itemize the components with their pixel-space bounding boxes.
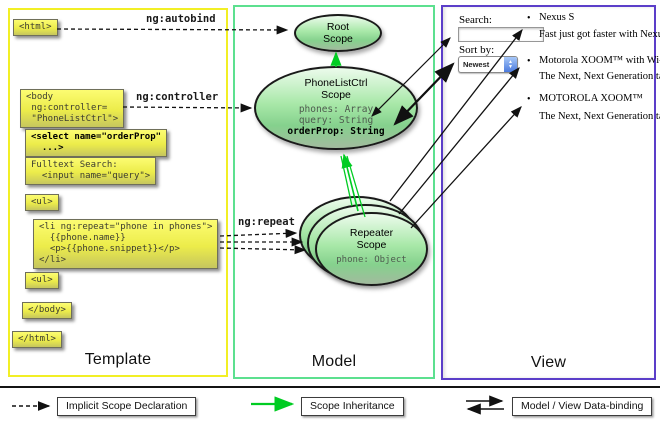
- code-fulltext: Fulltext Search: <input name="query">: [25, 157, 157, 185]
- label-ng-repeat: ng:repeat: [238, 216, 295, 228]
- view-column-label: View: [530, 354, 567, 371]
- search-label: Search:: [459, 14, 492, 26]
- code-body-open: <body ng:controller= "PhoneListCtrl">: [20, 89, 125, 128]
- view-item-name: Motorola XOOM™ with Wi-Fi: [539, 55, 660, 66]
- code-select: <select name="orderProp" ...>: [25, 129, 168, 157]
- view-item-desc: The Next, Next Generation tablet.: [539, 71, 660, 82]
- root-scope-ellipse: Root Scope: [294, 14, 382, 52]
- bullet-icon: •: [527, 56, 531, 67]
- phonelistctrl-scope-ellipse: PhoneListCtrl Scope phones: Array query:…: [254, 66, 418, 150]
- phonelistctrl-scope-title: PhoneListCtrl Scope: [304, 77, 368, 101]
- prop-orderprop: orderProp: String: [287, 126, 385, 137]
- view-item-name: MOTOROLA XOOM™: [539, 93, 643, 104]
- code-li-repeat: <li ng:repeat="phone in phones"> {{phone…: [33, 219, 219, 269]
- sort-by-label: Sort by:: [459, 44, 495, 56]
- view-item-desc: The Next, Next Generation tablet.: [539, 111, 660, 122]
- view-item-desc: Fast just got faster with Nexus S.: [539, 29, 660, 40]
- search-input[interactable]: [458, 27, 544, 42]
- label-ng-controller: ng:controller: [136, 91, 219, 103]
- legend-data-binding: Model / View Data-binding: [512, 397, 653, 416]
- legend-implicit-scope: Implicit Scope Declaration: [57, 397, 197, 416]
- root-scope-title: Root Scope: [323, 21, 353, 45]
- legend-scope-inheritance: Scope Inheritance: [301, 397, 404, 416]
- repeater-scope-title: Repeater Scope: [349, 227, 394, 251]
- template-column-label: Template: [84, 351, 152, 368]
- dropdown-stepper-icon: ▲▼: [504, 57, 517, 72]
- prop-phones: phones: Array: [298, 104, 374, 115]
- code-html-open: <html>: [13, 19, 58, 36]
- prop-query: query: String: [298, 115, 374, 126]
- prop-phone: phone: Object: [336, 255, 407, 265]
- repeater-scope-ellipse: Repeater Scope phone: Object: [315, 212, 428, 286]
- sort-dropdown[interactable]: Newest ▲▼: [458, 56, 518, 73]
- legend-separator: [0, 386, 660, 388]
- label-ng-autobind: ng:autobind: [146, 13, 216, 25]
- code-ul-close: <ul>: [25, 272, 59, 289]
- template-column: Template: [8, 8, 228, 377]
- model-column: Model: [233, 5, 435, 379]
- bullet-icon: •: [527, 13, 531, 24]
- code-ul-open: <ul>: [25, 194, 59, 211]
- code-body-close: </body>: [22, 302, 72, 319]
- sort-dropdown-value: Newest: [463, 60, 490, 69]
- model-column-label: Model: [311, 353, 357, 370]
- bullet-icon: •: [527, 94, 531, 105]
- code-html-close: </html>: [12, 331, 62, 348]
- view-item-name: Nexus S: [539, 12, 575, 23]
